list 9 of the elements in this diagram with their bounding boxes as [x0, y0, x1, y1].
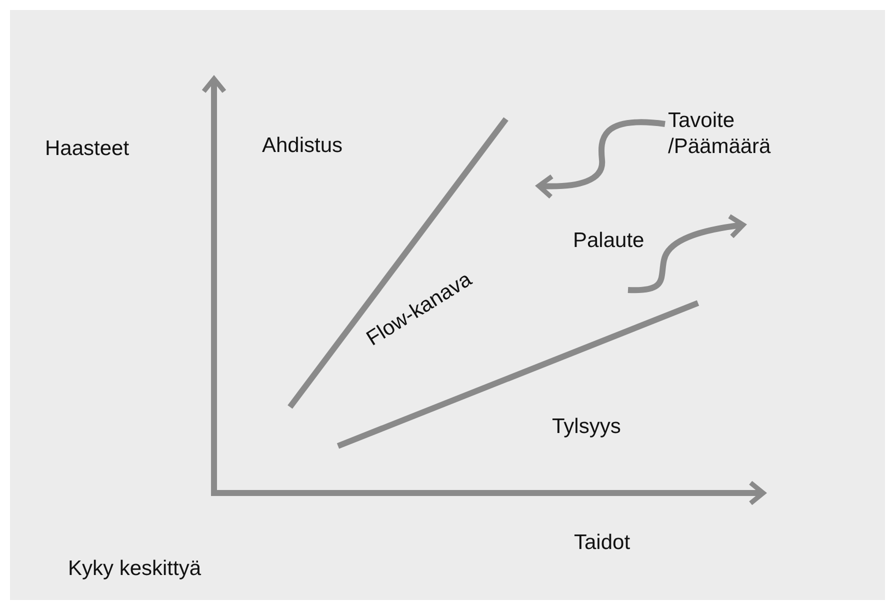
- feedback-label: Palaute: [573, 228, 673, 290]
- zone-label: Ahdistus: [262, 133, 343, 159]
- axis-title: Haasteet: [45, 136, 130, 162]
- caption-text: Kyky keskittyä: [68, 556, 202, 582]
- curved-arrow: [536, 119, 666, 199]
- curved-arrow: [628, 214, 746, 294]
- goal-label: Tavoite /Päämäärä: [668, 108, 818, 160]
- zone-label: Tylsyys: [552, 414, 621, 440]
- axis-title: Taidot: [574, 530, 630, 556]
